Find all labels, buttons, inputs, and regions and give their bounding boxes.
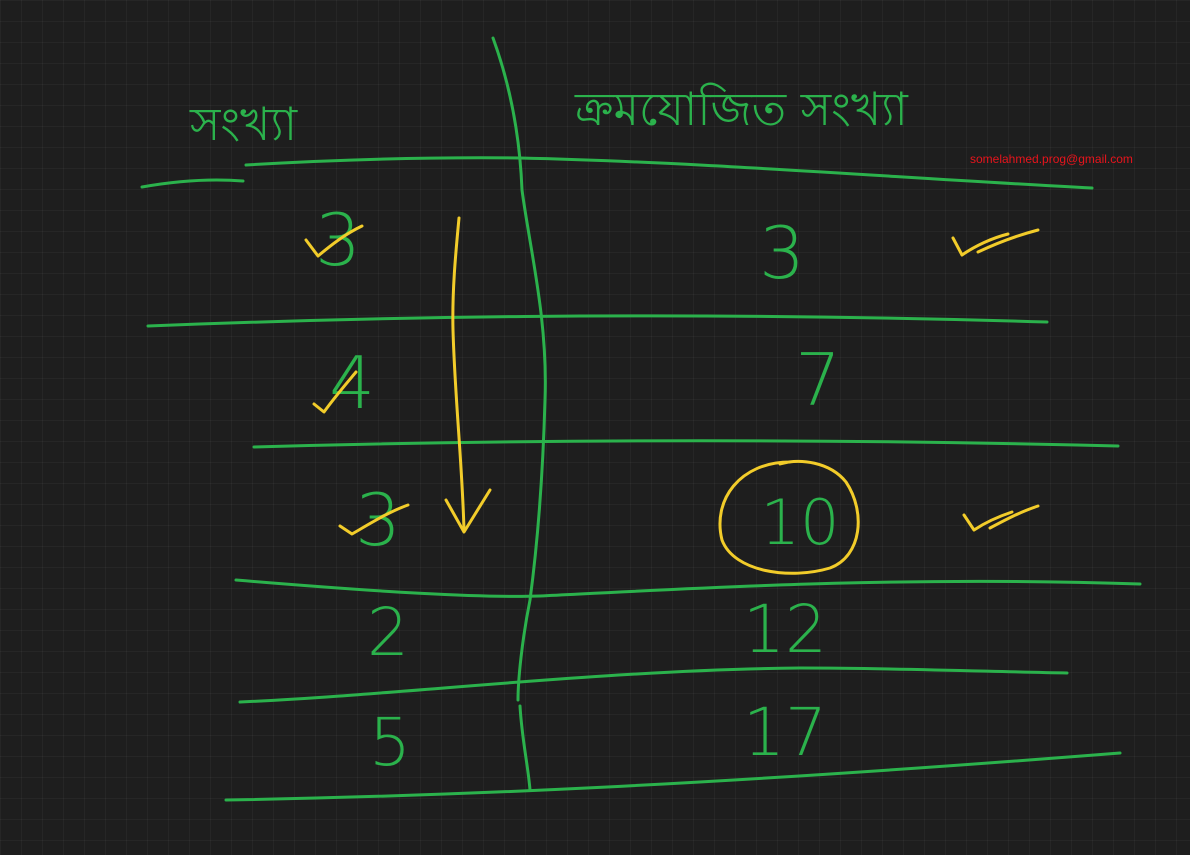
row-line [224, 751, 1122, 802]
highlight-circle [718, 460, 860, 575]
row-2-value: 4 [329, 341, 375, 425]
row-4-value: 2 [367, 594, 409, 671]
row-line [252, 439, 1120, 449]
row-line [238, 666, 1069, 704]
header-cumulative: ক্রমযোজিত সংখ্যা [574, 82, 909, 136]
header-number: সংখ্যা [189, 97, 298, 151]
row-4-cumulative: 12 [743, 591, 827, 668]
check-mark-icon [951, 228, 1040, 257]
down-arrow-head [444, 488, 492, 534]
check-mark-icon [962, 504, 1040, 532]
down-arrow [451, 216, 466, 532]
strike-mark [312, 370, 358, 414]
row-line [234, 578, 1142, 598]
row-5-value: 5 [369, 704, 411, 781]
watermark-email: somelahmed.prog@gmail.com [970, 152, 1133, 166]
row-2-cumulative: 7 [795, 338, 841, 422]
row-line [244, 156, 1094, 190]
row-5-cumulative: 17 [743, 694, 827, 771]
strike-mark [338, 503, 410, 536]
row-line [146, 314, 1049, 328]
row-1-cumulative: 3 [759, 211, 805, 295]
column-divider [491, 36, 547, 792]
strike-mark [304, 224, 364, 258]
row-line [140, 178, 245, 189]
row-3-cumulative: 10 [761, 486, 840, 559]
